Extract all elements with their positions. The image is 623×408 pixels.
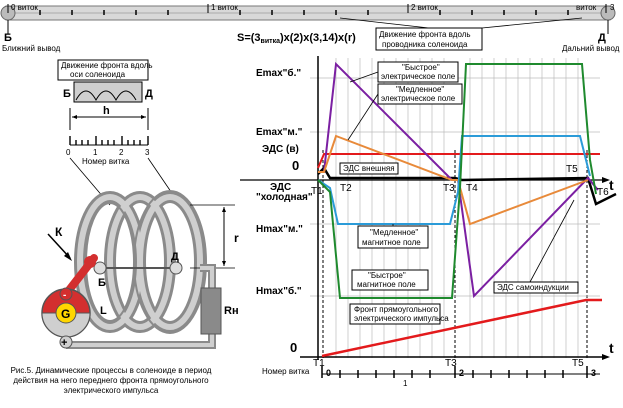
slow-e-line — [318, 134, 589, 226]
time-t3-bottom: T3 — [445, 358, 457, 369]
svg-text:электрическое поле: электрическое поле — [381, 94, 456, 103]
axis-tick-3: 3 — [145, 148, 150, 157]
chart-turn-3: 3 — [591, 368, 596, 378]
axis-tick-1: 1 — [93, 148, 98, 157]
emax-fast-label: Emax"б." — [256, 67, 301, 79]
eds-volt-label: ЭДС (в) — [262, 144, 299, 155]
note-fast-h — [351, 269, 429, 291]
height-label: h — [103, 105, 110, 117]
terminal-minus: - — [63, 290, 66, 301]
figure-caption: Рис.5. Динамические процессы в соленоиде… — [6, 366, 216, 396]
time-t3: T3 — [443, 183, 455, 194]
coil-label-d: Д — [171, 251, 179, 263]
eds-cold-label-2: "холодная" — [256, 192, 313, 203]
svg-text:"Быстрое": "Быстрое" — [402, 63, 440, 72]
svg-text:"Медленное": "Медленное" — [396, 85, 444, 94]
ruler-end-d: Д — [598, 32, 606, 44]
time-t5-bottom: T5 — [572, 358, 584, 369]
note-eds-self — [493, 281, 579, 294]
eds-level-line — [317, 153, 600, 169]
eds-cold-label-1: ЭДС — [270, 182, 291, 193]
far-terminal-label: Дальний вывод — [562, 44, 620, 53]
terminal-plus: + — [61, 337, 67, 349]
radius-label: r — [234, 231, 239, 245]
hmax-fast-label: Hmax"б." — [256, 285, 302, 297]
ruler-mark-1: 1 виток — [211, 3, 238, 12]
time-t2: T2 — [340, 183, 352, 194]
turn-ruler: 0 виток 1 виток 2 виток виток 3 Б Д Ближ… — [0, 3, 620, 53]
zero-lower-label: 0 — [290, 340, 297, 355]
time-t4: T4 — [466, 183, 478, 194]
load-label: Rн — [224, 305, 239, 317]
axis-note-line2: оси соленоида — [70, 70, 126, 79]
front-note-line2: проводника соленоида — [382, 40, 468, 49]
formula: S=(3витка)x(2)x(3,14)x(r) — [237, 32, 356, 45]
slow-h-line — [317, 135, 591, 225]
section-label-d: Д — [145, 88, 153, 100]
ruler-mark-0: 0 виток — [11, 3, 38, 12]
svg-text:ЭДС самоиндукции: ЭДС самоиндукции — [497, 283, 569, 292]
svg-text:электрического импульса: электрического импульса — [354, 314, 449, 323]
svg-text:"Быстрое": "Быстрое" — [368, 271, 406, 280]
time-t1-bottom: T1 — [313, 358, 325, 369]
near-terminal-label: Ближний вывод — [2, 44, 61, 53]
ruler-ticks — [39, 10, 569, 15]
chart-turn-0: 0 — [326, 368, 331, 378]
inductance-label: L — [100, 305, 107, 317]
section-label-b: Б — [63, 88, 71, 100]
svg-text:магнитное поле: магнитное поле — [362, 238, 421, 247]
generator-label: G — [61, 307, 70, 321]
time-t6: T6 — [597, 187, 609, 198]
axis-note-box — [57, 59, 149, 81]
switch-label: К — [55, 225, 63, 239]
caption-line-1: Рис.5. Динамические процессы в соленоиде… — [10, 366, 212, 375]
axis-turn-label: Номер витка — [82, 157, 130, 166]
pulse-front-line — [321, 298, 602, 358]
chart-turn-ticks — [321, 366, 588, 378]
axis-tick-2: 2 — [119, 148, 124, 157]
timing-chart: t t Emax"б." Emax"м." ЭДС (в) 0 ЭДС "хол… — [240, 56, 617, 388]
emax-slow-label: Emax"м." — [256, 127, 303, 138]
note-eds-ext — [339, 162, 399, 175]
ruler-mark-3: виток — [576, 3, 597, 12]
axis-note-line1: Движение фронта вдоль — [61, 61, 153, 70]
ruler-end-b: Б — [4, 32, 12, 44]
fast-h-line — [317, 63, 597, 299]
solenoid-coil: r Б Д L К G - + Rн — [41, 190, 239, 349]
t-axis-label-bottom: t — [609, 340, 614, 356]
axis-tick-0: 0 — [66, 148, 71, 157]
zero-upper-label: 0 — [292, 158, 299, 173]
ruler-mark-3b: 3 — [610, 3, 615, 12]
caption-line-3: электрического импульса — [63, 386, 159, 395]
svg-text:магнитное поле: магнитное поле — [357, 280, 416, 289]
svg-text:электрическое поле: электрическое поле — [381, 72, 456, 81]
front-note-line1: Движение фронта вдоль — [379, 30, 471, 39]
note-front-pulse — [349, 303, 441, 325]
ruler-mark-2: 2 виток — [411, 3, 438, 12]
solenoid-detail: Движение фронта вдоль оси соленоида Б Д … — [57, 59, 181, 206]
coil-section — [73, 81, 143, 103]
t-axis-label: t — [609, 177, 614, 193]
svg-text:Фронт прямоугольного: Фронт прямоугольного — [354, 305, 439, 314]
chart-turn-label: Номер витка — [262, 367, 310, 376]
time-t1: T1 — [311, 186, 323, 197]
load-resistor — [200, 287, 222, 335]
hmax-slow-label: Hmax"м." — [256, 224, 303, 235]
time-t5: T5 — [566, 164, 578, 175]
caption-line-2: действия на него переднего фронта прямоу… — [13, 376, 209, 385]
chart-turn-2: 2 — [459, 368, 464, 378]
chart-turn-1: 1 — [403, 379, 408, 388]
svg-text:"Медленное": "Медленное" — [370, 228, 418, 237]
coil-label-b: Б — [98, 277, 106, 289]
svg-text:ЭДС внешняя: ЭДС внешняя — [343, 164, 395, 173]
